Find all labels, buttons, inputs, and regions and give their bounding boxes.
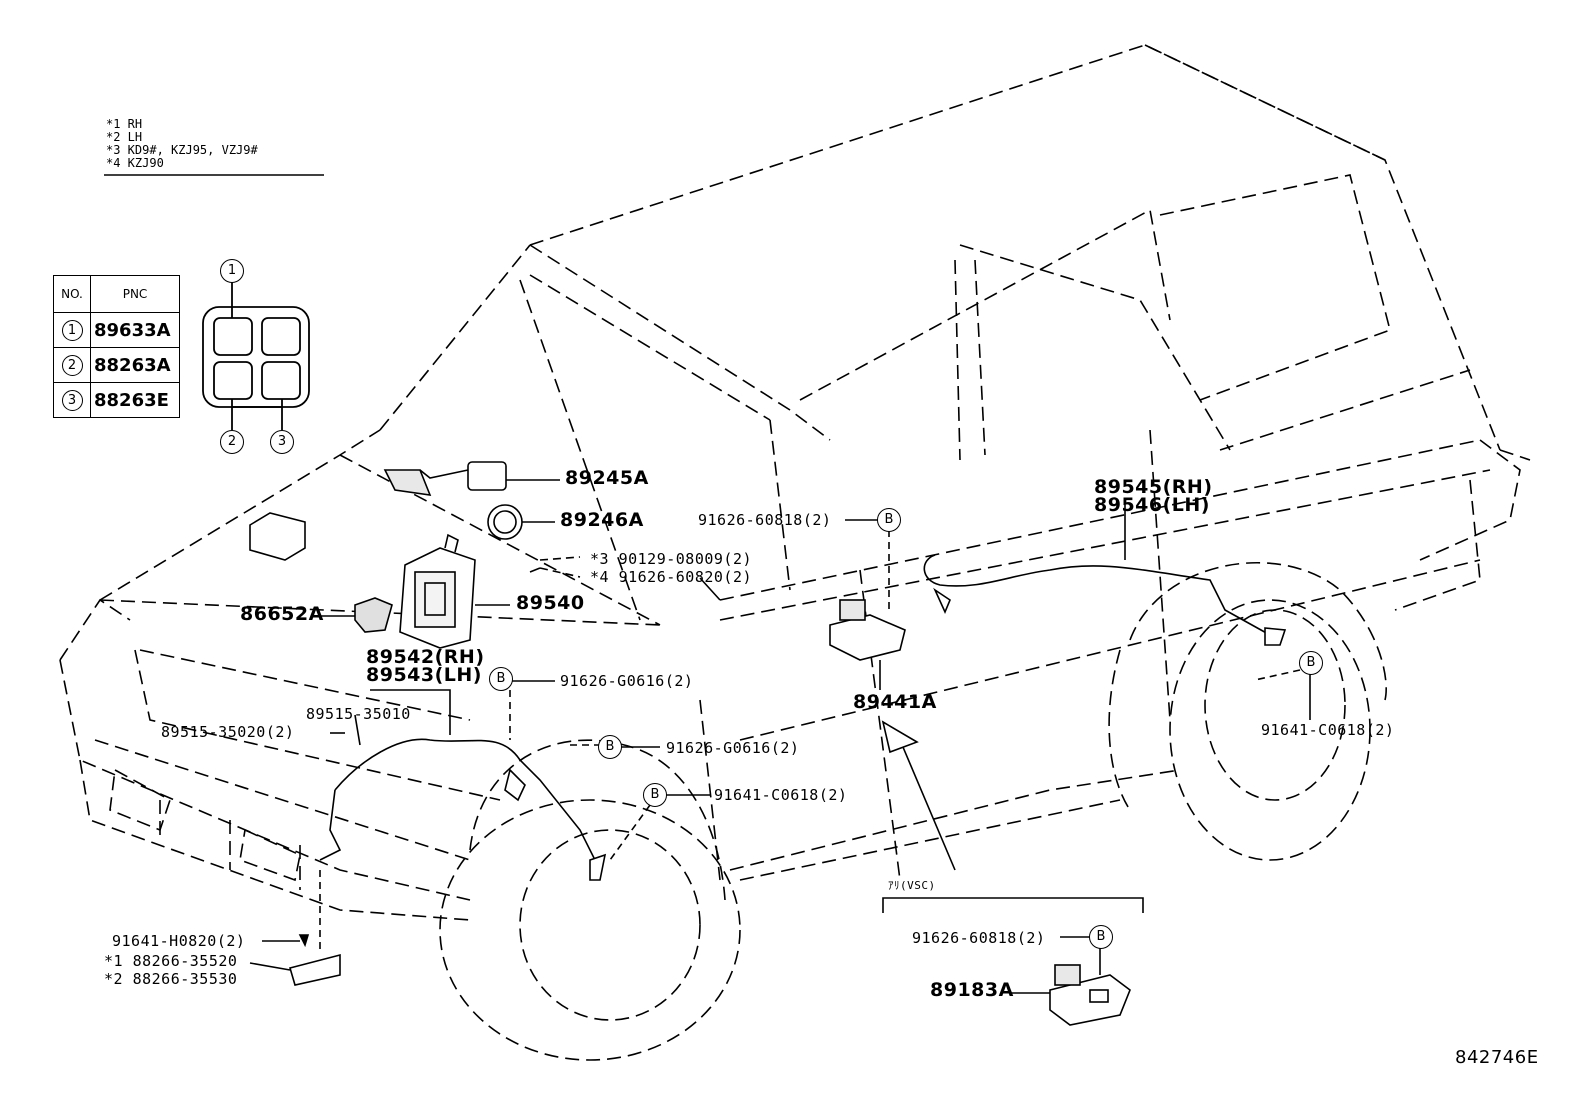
ref-marker-b: B — [598, 735, 622, 759]
table-row: 2 88263A — [53, 347, 180, 383]
part-label-89515-35010[interactable]: 89515-35010 — [306, 705, 411, 723]
part-label-91626-60820[interactable]: *4 91626-60820(2) — [590, 568, 753, 586]
vsc-option-label: ｱﾘ(VSC) — [888, 879, 936, 892]
part-label-89540[interactable]: 89540 — [516, 592, 585, 614]
ref-marker-b: B — [489, 667, 513, 691]
part-label-89542[interactable]: 89542(RH) — [366, 646, 485, 668]
connector-callout-3: 3 — [270, 430, 294, 454]
part-label-91626-60818-b[interactable]: 91626-60818(2) — [912, 929, 1046, 947]
diagram-id: 842746E — [1455, 1047, 1539, 1068]
row-pnc[interactable]: 89633A — [90, 312, 180, 348]
row-number: 1 — [61, 320, 83, 341]
part-label-88266-35530[interactable]: *2 88266-35530 — [104, 970, 238, 988]
part-label-88266-35520[interactable]: *1 88266-35520 — [104, 952, 238, 970]
acceleration-sensor — [829, 530, 906, 690]
rear-speed-sensor-harness — [923, 500, 1287, 646]
table-header-no: NO. — [53, 275, 91, 313]
battery — [249, 512, 306, 561]
part-label-91626-g0616-b[interactable]: 91626-G0616(2) — [666, 739, 800, 757]
bracket — [249, 870, 341, 986]
part-label-91641-h0820[interactable]: 91641-H0820(2) — [112, 932, 246, 950]
table-header-pnc: PNC — [90, 275, 180, 313]
front-speed-sensor-harness — [319, 689, 607, 881]
note-2: *2 LH — [106, 130, 143, 144]
row-pnc[interactable]: 88263E — [90, 382, 180, 418]
connector-callout-1: 1 — [220, 259, 244, 283]
part-label-89246a[interactable]: 89246A — [560, 509, 644, 531]
connector-callout-2: 2 — [220, 430, 244, 454]
ref-marker-b: B — [1299, 651, 1323, 675]
note-1: *1 RH — [106, 117, 143, 131]
part-label-89515-35020[interactable]: 89515-35020(2) — [161, 723, 295, 741]
table-row: 3 88263E — [53, 382, 180, 418]
note-4: *4 KZJ90 — [106, 156, 164, 170]
part-label-91626-60818-a[interactable]: 91626-60818(2) — [698, 511, 832, 529]
pointer-arrow — [881, 720, 956, 871]
sensor-ring — [487, 504, 555, 540]
part-label-89543[interactable]: 89543(LH) — [366, 664, 482, 686]
vehicle-outline — [59, 44, 1531, 1061]
part-label-86652a[interactable]: 86652A — [240, 603, 324, 625]
ref-marker-b: B — [643, 783, 667, 807]
part-label-89545[interactable]: 89545(RH) — [1094, 476, 1213, 498]
ref-marker-b: B — [1089, 925, 1113, 949]
pnc-table: NO. PNC 1 89633A 2 88263A 3 88263E — [53, 275, 180, 418]
yaw-rate-sensor — [383, 461, 560, 496]
row-pnc[interactable]: 88263A — [90, 347, 180, 383]
part-label-89546[interactable]: 89546(LH) — [1094, 494, 1210, 516]
row-number: 3 — [61, 390, 83, 411]
part-label-89441a[interactable]: 89441A — [853, 691, 937, 713]
row-number: 2 — [61, 355, 83, 376]
part-label-90129[interactable]: *3 90129-08009(2) — [590, 550, 753, 568]
part-label-89183a[interactable]: 89183A — [930, 979, 1014, 1001]
part-label-89245a[interactable]: 89245A — [565, 467, 649, 489]
part-label-91626-g0616-a[interactable]: 91626-G0616(2) — [560, 672, 694, 690]
connector-icon — [202, 282, 310, 430]
ref-marker-b: B — [877, 508, 901, 532]
part-label-91641-c0618-a[interactable]: 91641-C0618(2) — [714, 786, 848, 804]
note-3: *3 KD9#, KZJ95, VZJ9# — [106, 143, 258, 157]
relay-part — [320, 597, 393, 633]
abs-ecu — [399, 533, 581, 649]
vsc-sensor — [882, 897, 1144, 1026]
part-label-91641-c0618-b[interactable]: 91641-C0618(2) — [1261, 721, 1395, 739]
table-row: 1 89633A — [53, 312, 180, 348]
